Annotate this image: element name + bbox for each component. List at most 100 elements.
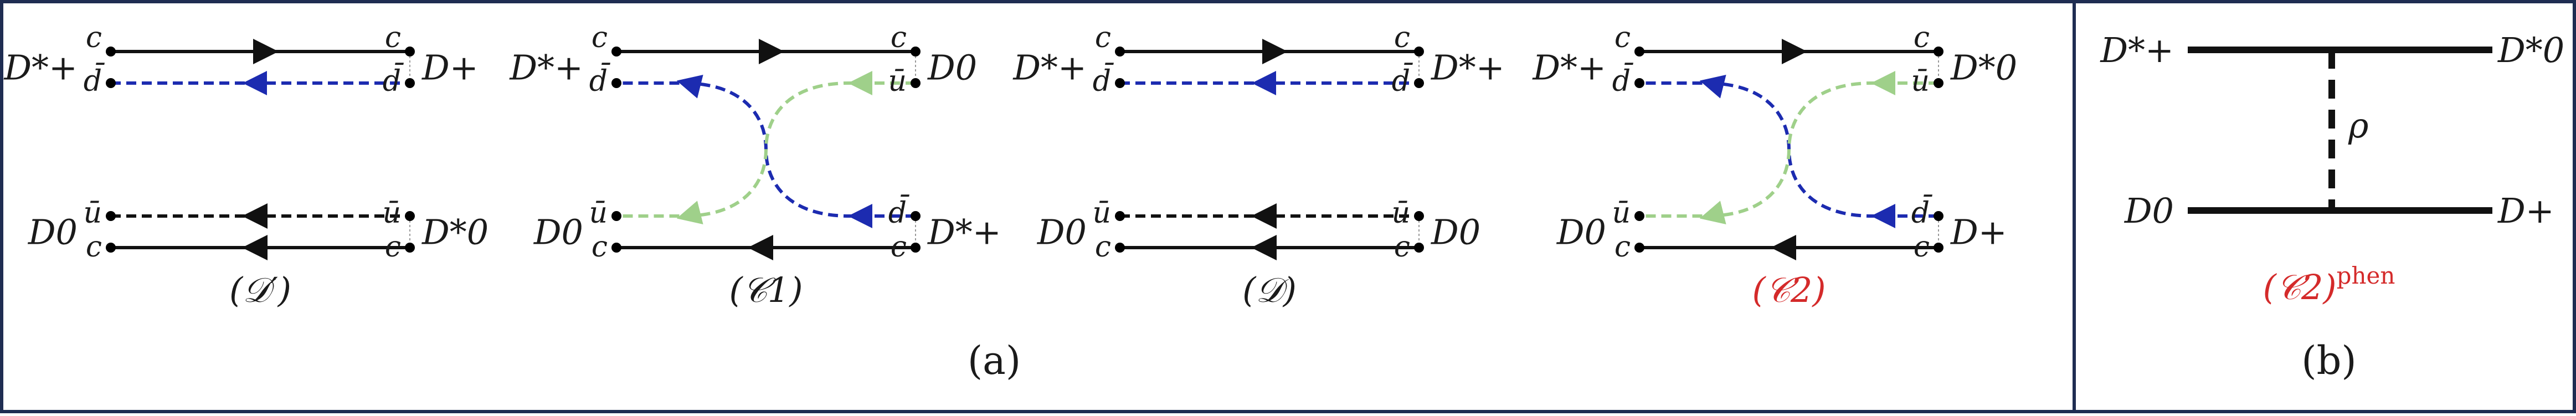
meson-label-top-left: D*+ — [509, 48, 583, 88]
quark-label-right: ū — [1911, 65, 1930, 98]
u-quark-exchange-line — [616, 81, 916, 218]
vertex-dot — [1414, 78, 1424, 88]
meson-label-bottom-right: D+ — [1950, 212, 2007, 253]
quark-label-right: c — [1914, 230, 1930, 264]
diagram-label: (𝒟′) — [229, 270, 291, 310]
quark-label-right: c — [1394, 21, 1410, 54]
vertex-dot — [1934, 78, 1943, 88]
quark-label-left: c — [1095, 21, 1111, 54]
quark-label-left: d̄ — [84, 63, 105, 98]
u-quark-exchange-line — [1639, 81, 1939, 218]
quark-label-left: d̄ — [589, 63, 611, 98]
vertex-dot — [611, 78, 621, 88]
vertex-dot — [106, 78, 116, 88]
meson-label-bottom-right: D0 — [1431, 212, 1480, 253]
meson-label-top-right: D*0 — [1950, 48, 2017, 88]
vertex-dot — [911, 47, 921, 57]
panel-b-top-right-label: D*0 — [2497, 30, 2564, 70]
meson-label-bottom-right: D*0 — [421, 212, 489, 253]
diagram-label: (𝒞1) — [729, 270, 803, 310]
vertex-dot — [611, 211, 621, 221]
quark-label-right: c — [891, 21, 907, 54]
quark-label-left: c — [86, 21, 102, 54]
meson-label-bottom-left: D0 — [1037, 212, 1087, 253]
vertex-dot — [106, 211, 116, 221]
panel-b-label-main: (𝒞2) — [2263, 267, 2337, 307]
meson-label-bottom-left: D0 — [1556, 212, 1606, 253]
vertex-dot — [1414, 243, 1424, 253]
quark-label-left: c — [592, 21, 608, 54]
vertex-dot — [1414, 211, 1424, 221]
panel-b-caption: (b) — [2301, 338, 2356, 383]
meson-label-bottom-left: D0 — [28, 212, 78, 253]
quark-label-left: c — [592, 230, 608, 264]
quark-label-right: ū — [888, 65, 907, 98]
u-quark-arrow — [1699, 201, 1726, 225]
quark-label-right: c — [1394, 230, 1410, 264]
vertex-dot — [405, 47, 415, 57]
vertex-dot — [611, 47, 621, 57]
quark-label-left: ū — [84, 197, 102, 230]
meson-label-top-right: D*+ — [1431, 48, 1505, 88]
quark-label-right: ū — [1392, 197, 1411, 230]
panel-b: ρ D*+ D*0 D0 D+ (𝒞2)phen (b) — [2100, 30, 2564, 383]
quark-label-right: ū — [383, 197, 402, 230]
vertex-dot — [1634, 211, 1644, 221]
quark-label-left: c — [86, 230, 102, 264]
vertex-dot — [405, 78, 415, 88]
vertex-dot — [1934, 211, 1943, 221]
quark-label-right: c — [385, 21, 401, 54]
d-quark-arrow — [676, 74, 703, 99]
panel-b-diagram-label: (𝒞2)phen — [2263, 262, 2395, 307]
vertex-dot — [611, 243, 621, 253]
panel-b-bottom-right-label: D+ — [2497, 191, 2554, 231]
vertex-dot — [911, 243, 921, 253]
vertex-dot — [106, 243, 116, 253]
vertex-dot — [1414, 47, 1424, 57]
vertex-dot — [1634, 243, 1644, 253]
vertex-dot — [1634, 78, 1644, 88]
vertex-dot — [1634, 47, 1644, 57]
vertex-dot — [1934, 47, 1943, 57]
exchange-rho-label: ρ — [2348, 105, 2368, 146]
meson-label-bottom-left: D0 — [533, 212, 583, 253]
vertex-dot — [911, 78, 921, 88]
vertex-dot — [106, 47, 116, 57]
quark-label-right: c — [1914, 21, 1930, 54]
quark-label-left: d̄ — [1612, 63, 1634, 98]
quark-label-right: d̄ — [1911, 195, 1933, 230]
quark-label-left: c — [1615, 230, 1631, 264]
quark-label-right: d̄ — [1392, 63, 1413, 98]
meson-label-top-right: D0 — [927, 48, 977, 88]
quark-label-right: d̄ — [383, 63, 404, 98]
vertex-dot — [911, 211, 921, 221]
vertex-dot — [1115, 211, 1125, 221]
panel-b-top-left-label: D*+ — [2100, 30, 2174, 70]
vertex-dot — [405, 211, 415, 221]
meson-label-top-left: D*+ — [1012, 48, 1087, 88]
panel-a-caption: (a) — [968, 338, 1021, 383]
quark-label-left: ū — [589, 197, 608, 230]
diagram-label: (𝒟) — [1242, 270, 1297, 310]
u-quark-arrow — [676, 201, 703, 225]
vertex-dot — [1115, 47, 1125, 57]
quark-label-left: ū — [1612, 197, 1631, 230]
meson-label-top-right: D+ — [421, 48, 479, 88]
quark-label-right: c — [385, 230, 401, 264]
panel-b-label-superscript: phen — [2337, 262, 2395, 289]
quark-label-left: ū — [1093, 197, 1112, 230]
quark-label-left: c — [1615, 21, 1631, 54]
quark-label-left: c — [1095, 230, 1111, 264]
diagram-label: (𝒞2) — [1752, 270, 1826, 310]
meson-label-top-left: D*+ — [1532, 48, 1606, 88]
quark-label-right: d̄ — [888, 195, 910, 230]
panel-b-bottom-left-label: D0 — [2124, 191, 2174, 231]
